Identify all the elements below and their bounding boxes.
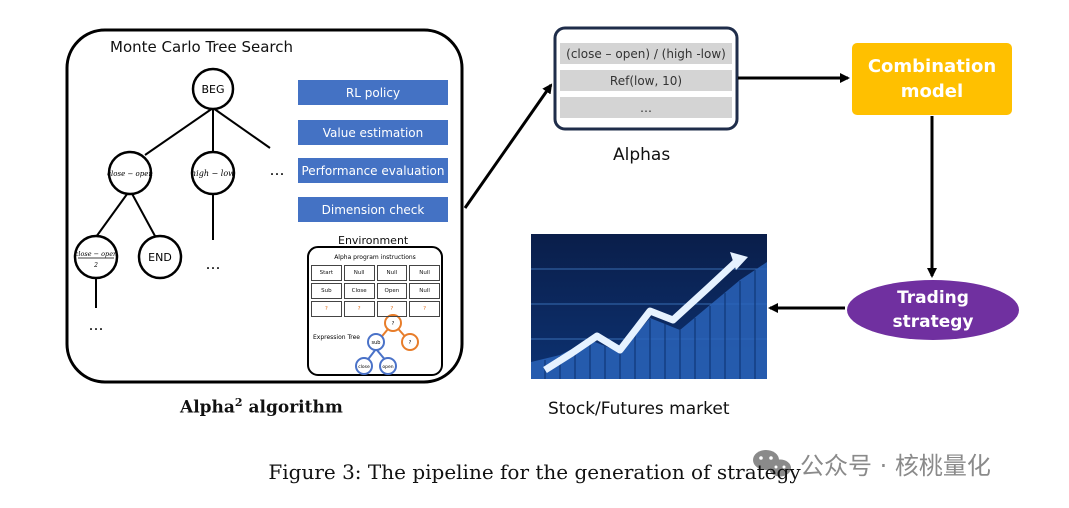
env-cell: ? — [343, 301, 375, 317]
wechat-icon — [753, 450, 791, 477]
expression-tree-label: Expression Tree — [313, 334, 360, 341]
env-cell: Sub — [311, 283, 342, 299]
trading-strategy-box: Trading strategy — [847, 280, 1019, 340]
alpha-row: (close – open) / (high -low) — [560, 43, 732, 64]
tree-ellipsis-2: … — [206, 255, 221, 273]
alpha-row: Ref(low, 10) — [560, 70, 732, 91]
env-cell: Null — [409, 283, 440, 299]
algorithm-label: Alpha2 algorithm — [180, 396, 343, 418]
expr-open: open — [382, 365, 393, 370]
node-end-label: END — [148, 251, 172, 264]
stock-market-image — [531, 234, 767, 379]
mcts-title: Monte Carlo Tree Search — [110, 38, 294, 56]
env-instruction-grid: Start Null Null Null Sub Close Open Null… — [311, 265, 440, 317]
value-estimation-button: Value estimation — [298, 120, 448, 145]
combination-model-box: Combination model — [852, 43, 1012, 115]
env-cell: Null — [343, 265, 375, 281]
env-cell: ? — [311, 301, 342, 317]
expr-right: ? — [409, 340, 412, 346]
tree-node-beg — [191, 67, 235, 111]
tree-node-close-open — [107, 150, 153, 196]
expr-sub: sub — [372, 340, 381, 346]
env-cell: ? — [409, 301, 440, 317]
performance-evaluation-button: Performance evaluation — [298, 158, 448, 183]
watermark-text: 公众号 · 核桃量化 — [800, 452, 991, 480]
alpha-row: … — [560, 97, 732, 118]
tree-ellipsis-1: … — [270, 161, 285, 179]
tree-node-high-low — [190, 150, 236, 196]
env-cell: Open — [376, 283, 408, 299]
tree-ellipsis-3: … — [89, 316, 104, 334]
rl-policy-button: RL policy — [298, 80, 448, 105]
mcts-box — [65, 28, 464, 384]
node-beg-label: BEG — [201, 83, 224, 96]
node-leaf-bottom-label: 2 — [93, 262, 98, 269]
node-leaf-top-label: close − open — [75, 250, 118, 258]
node-high-low-label: high − low — [191, 169, 235, 178]
alphas-label: Alphas — [613, 145, 671, 165]
env-cell: Close — [343, 283, 375, 299]
environment-title: Environment — [338, 234, 409, 247]
node-close-open-label: close − open — [107, 170, 153, 178]
dimension-check-button: Dimension check — [298, 197, 448, 222]
expression-tree — [355, 314, 419, 375]
arrow-mcts-to-alphas — [463, 83, 553, 209]
env-cell: Start — [311, 265, 342, 281]
market-label: Stock/Futures market — [548, 399, 730, 419]
env-cell: ? — [376, 301, 408, 317]
env-subtitle: Alpha program instructions — [334, 254, 416, 261]
tree-node-leaf — [73, 234, 119, 280]
tree-edges — [95, 107, 271, 308]
expr-close: close — [358, 364, 370, 370]
env-cell: Null — [376, 265, 408, 281]
env-cell: Null — [409, 265, 440, 281]
figure-caption: Figure 3: The pipeline for the generatio… — [268, 460, 801, 484]
expr-root: ? — [392, 321, 395, 327]
tree-node-end — [137, 234, 183, 280]
